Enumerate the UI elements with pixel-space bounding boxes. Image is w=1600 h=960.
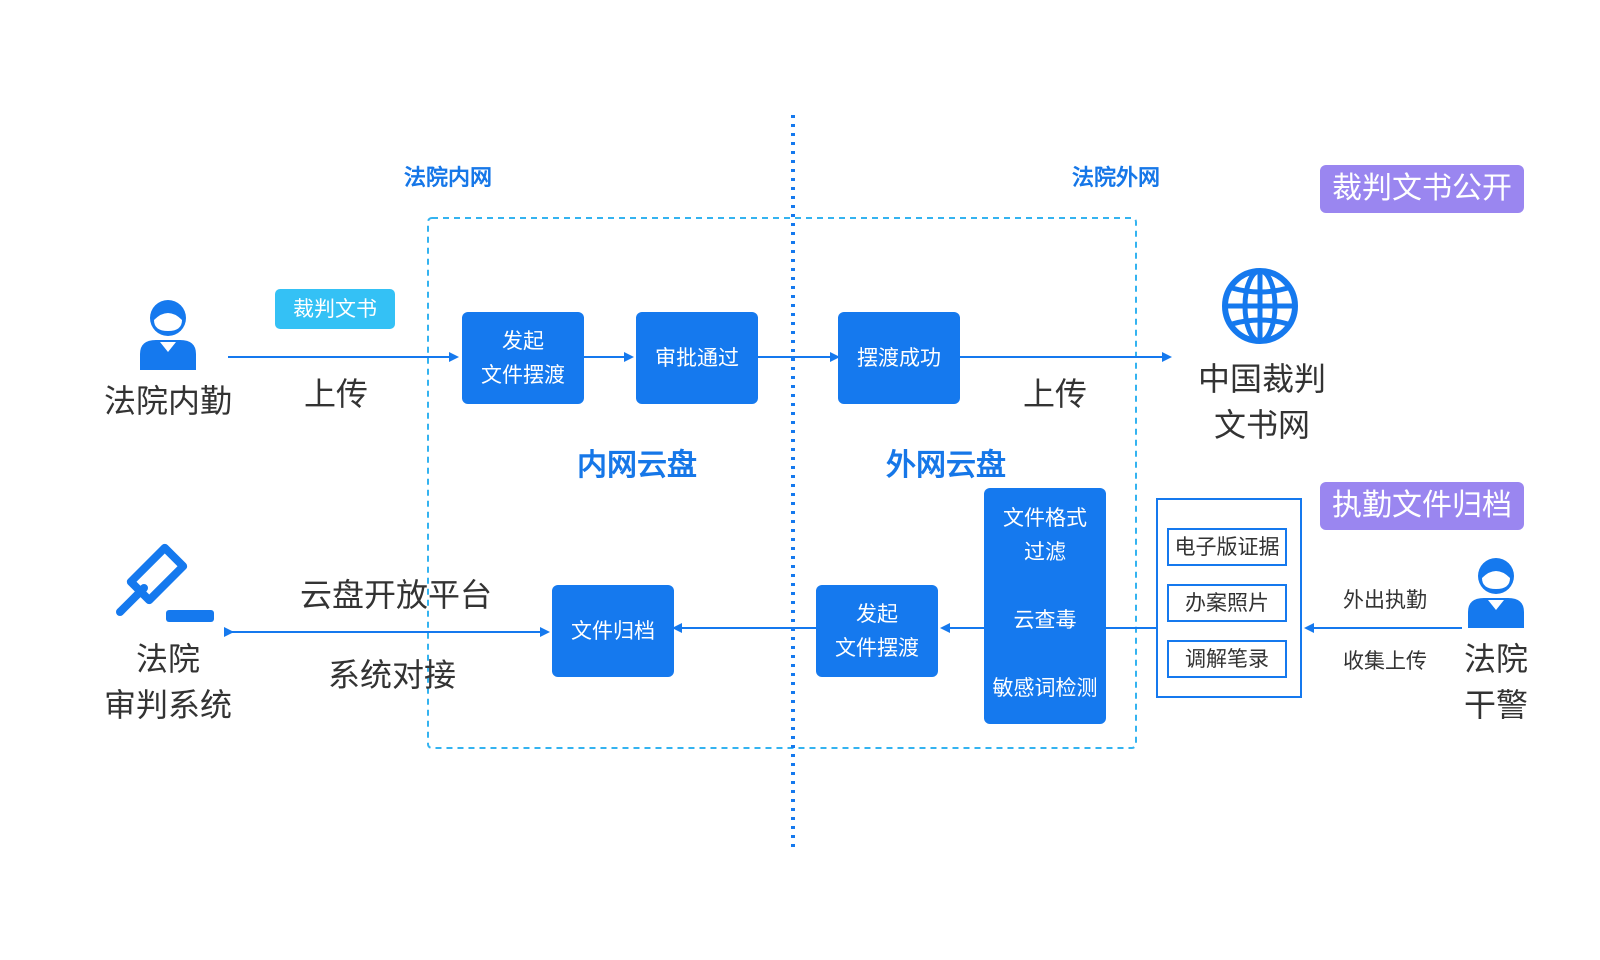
box-initiate-transfer-top-line2: 文件摆渡 — [481, 363, 565, 387]
actor-court-system-line2: 审判系统 — [103, 686, 233, 724]
label-collect-upload: 收集上传 — [1343, 649, 1427, 673]
actor-china-judgment-site-line1: 中国裁判 — [1197, 360, 1327, 398]
evidence-item-mediation: 调解笔录 — [1167, 640, 1287, 678]
label-go-out-duty: 外出执勤 — [1343, 588, 1427, 612]
box-initiate-transfer-bottom-line1: 发起 — [856, 602, 898, 626]
box-initiate-transfer-top: 发起 文件摆渡 — [462, 312, 584, 404]
tag-duty-archive: 执勤文件归档 — [1320, 482, 1524, 530]
actor-court-staff: 法院内勤 — [103, 382, 233, 420]
disk-label-internal: 内网云盘 — [577, 448, 697, 483]
evidence-item-electronic: 电子版证据 — [1167, 528, 1287, 566]
disk-label-external: 外网云盘 — [886, 448, 1006, 483]
actor-court-police-line2: 干警 — [1463, 686, 1529, 724]
box-file-archive: 文件归档 — [552, 585, 674, 677]
tag-verdict-public: 裁判文书公开 — [1320, 165, 1524, 213]
tag-verdict-doc: 裁判文书 — [275, 289, 395, 329]
box-approval-passed: 审批通过 — [636, 312, 758, 404]
evidence-item-photos: 办案照片 — [1167, 584, 1287, 622]
filter-sensitive-words: 敏感词检测 — [992, 676, 1098, 700]
actor-court-police: 法院 干警 — [1464, 636, 1528, 728]
label-system-link: 系统对接 — [328, 656, 457, 694]
zone-label-internal: 法院内网 — [403, 166, 493, 191]
box-security-filters: 文件格式 过滤 云查毒 敏感词检测 — [984, 488, 1106, 724]
gavel-icon — [114, 534, 218, 626]
person-icon — [1466, 556, 1526, 628]
box-initiate-transfer-bottom: 发起 文件摆渡 — [816, 585, 938, 677]
actor-court-police-line1: 法院 — [1463, 640, 1529, 678]
box-initiate-transfer-top-line1: 发起 — [502, 329, 544, 353]
box-transfer-success-label: 摆渡成功 — [857, 346, 941, 370]
box-approval-passed-label: 审批通过 — [655, 346, 739, 370]
actor-china-judgment-site-line2: 文书网 — [1213, 406, 1311, 444]
zone-label-external: 法院外网 — [1071, 166, 1161, 191]
filter-virus-scan: 云查毒 — [1013, 608, 1077, 632]
box-transfer-success: 摆渡成功 — [838, 312, 960, 404]
box-initiate-transfer-bottom-line2: 文件摆渡 — [835, 636, 919, 660]
cloud-region-border — [427, 217, 1137, 749]
label-upload-left: 上传 — [304, 375, 369, 413]
filter-format-line1: 文件格式 — [1003, 506, 1087, 530]
filter-format-line2: 过滤 — [1024, 540, 1066, 564]
box-file-archive-label: 文件归档 — [571, 619, 655, 643]
label-upload-right: 上传 — [1023, 375, 1088, 413]
actor-china-judgment-site: 中国裁判 文书网 — [1198, 356, 1326, 448]
label-platform: 云盘开放平台 — [300, 576, 493, 614]
person-icon — [138, 298, 198, 370]
globe-icon — [1220, 266, 1300, 346]
actor-court-system-line1: 法院 — [135, 640, 201, 678]
actor-court-system: 法院 审判系统 — [104, 636, 232, 728]
